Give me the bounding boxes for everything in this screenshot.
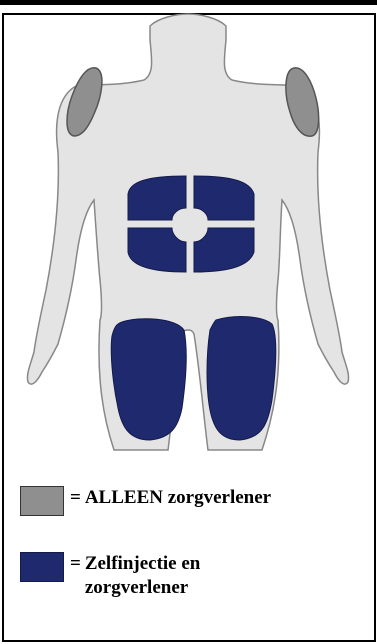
legend-equals: = [70, 552, 81, 576]
legend-swatch-provider-only [20, 486, 64, 516]
thigh-right-area [207, 317, 276, 440]
thigh-left-area [111, 319, 186, 440]
legend-swatch-self-injection [20, 552, 64, 582]
legend-label-provider-only: ALLEEN zorgverlener [85, 486, 271, 510]
legend-equals: = [70, 486, 81, 510]
legend-label-self-injection: Zelfinjectie en zorgverlener [85, 552, 201, 600]
legend-row-self-injection: = Zelfinjectie en zorgverlener [20, 552, 200, 600]
legend-row-provider-only: = ALLEEN zorgverlener [20, 486, 271, 516]
